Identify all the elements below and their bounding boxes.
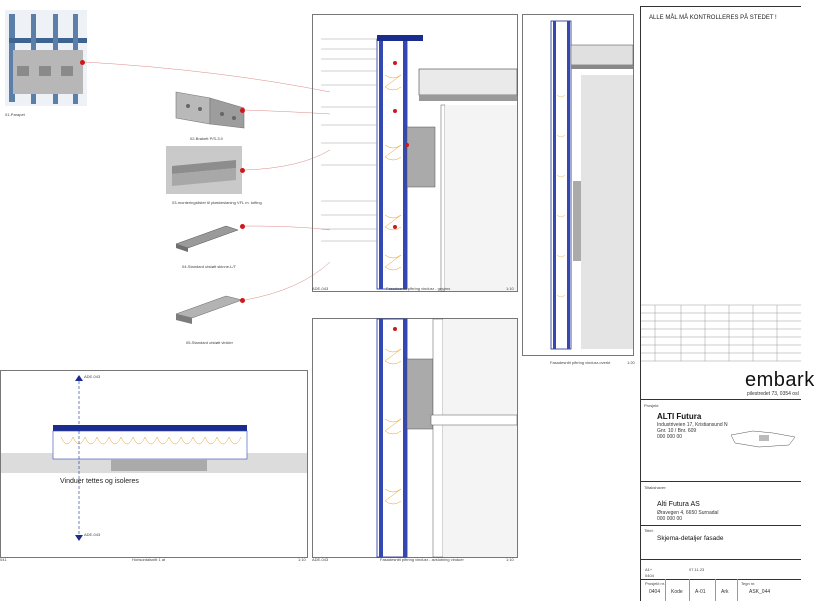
client-number: 000 000 00 xyxy=(657,516,683,522)
field-sheet: A-01 xyxy=(695,589,706,595)
detail-section-right xyxy=(522,14,634,356)
company-address: pilestredet 73, 0354 osl xyxy=(747,391,799,397)
horizontal-note: Vinduer tettes og isoleres xyxy=(60,478,139,485)
field-code: Kode xyxy=(671,589,683,595)
thumbnail-bracket xyxy=(170,84,250,130)
detail-code: ADE-043 xyxy=(312,557,329,562)
client-name: Alti Futura AS xyxy=(657,501,700,508)
thumbnail-profile-strip xyxy=(166,146,242,194)
section-marker-top: ADE-043 xyxy=(84,374,101,379)
leader-lines xyxy=(84,61,331,301)
field-project-label: Prosjekt nr. xyxy=(645,581,666,586)
leader-dot xyxy=(240,224,245,229)
title-block: ALLE MÅL MÅ KONTROLLERES PÅ STEDET ! emb… xyxy=(640,6,814,601)
project-address: Industriveien 17, Kristiansund N xyxy=(657,422,728,428)
field-project-value: 0404 xyxy=(649,589,661,595)
project-name: ALTI Futura xyxy=(657,412,702,421)
thumbnail-parapet xyxy=(5,10,87,106)
section-marker-bottom: ADE-043 xyxy=(84,532,101,537)
horizontal-section xyxy=(0,370,308,558)
detail-scale: 1:10 xyxy=(506,557,514,562)
drawing-date: 07.11.23 xyxy=(689,567,705,572)
drawing-title: Skjema-detaljer fasade xyxy=(657,535,724,542)
revision-table xyxy=(641,304,801,363)
leader-dot xyxy=(240,108,245,113)
measure-notice: ALLE MÅL MÅ KONTROLLERES PÅ STEDET ! xyxy=(649,15,777,21)
title-label: Tittel: xyxy=(644,528,654,533)
thumbnail-caption: 04-Standard utstøtt skinne-L/T xyxy=(182,264,237,269)
field-ark: Ark xyxy=(721,589,729,595)
site-plan xyxy=(729,421,801,455)
detail-section-bottom xyxy=(312,318,518,558)
project-label: Prosjekt xyxy=(644,403,659,408)
thumbnail-caption: 03-monteringslister til pløsbeslaning VF… xyxy=(172,200,262,205)
status-code: A1+ xyxy=(645,567,653,572)
leader-dot xyxy=(240,168,245,173)
detail-title: Horisontalsnitt 1 at xyxy=(132,557,166,562)
leader-dot xyxy=(240,298,245,303)
detail-code: 041 xyxy=(0,557,7,562)
thumbnail-caption: 02-Brakett P/S-3.0 xyxy=(190,136,223,141)
detail-title: Fasadesnitt plfrring vindusr - avslutnin… xyxy=(380,557,464,562)
detail-title: Fasadesnitt plfrring vindusr-overkt xyxy=(550,360,611,365)
detail-scale: 1:20 xyxy=(627,360,635,365)
thumbnail-rail xyxy=(174,222,240,252)
project-number: 000 000 00 xyxy=(657,434,683,440)
detail-title: Fasadesnitt plfrring vindusr - gesims xyxy=(386,286,451,291)
detail-scale: 1:10 xyxy=(506,286,514,291)
thumbnail-caption: 05-Standard utstøtt vinkler xyxy=(186,340,233,345)
field-drawing-label: Tegn nr. xyxy=(741,581,756,586)
detail-scale: 1:10 xyxy=(298,557,306,562)
client-label: Tiltakshaver: xyxy=(644,485,667,490)
leader-dot xyxy=(80,60,85,65)
project-gnr: Gnr. 10 / Bnr. 609 xyxy=(657,428,697,434)
thumbnail-caption: 01-Parapet xyxy=(5,112,25,117)
field-drawing-number: ASK_044 xyxy=(749,589,771,595)
company-logo: embark xyxy=(745,369,815,391)
detail-code: ADE-043 xyxy=(312,286,329,291)
detail-section-top xyxy=(312,14,518,292)
status-code-2: 0404 xyxy=(645,573,654,578)
client-address: Øravegen 4, 6650 Surnadal xyxy=(657,510,719,516)
